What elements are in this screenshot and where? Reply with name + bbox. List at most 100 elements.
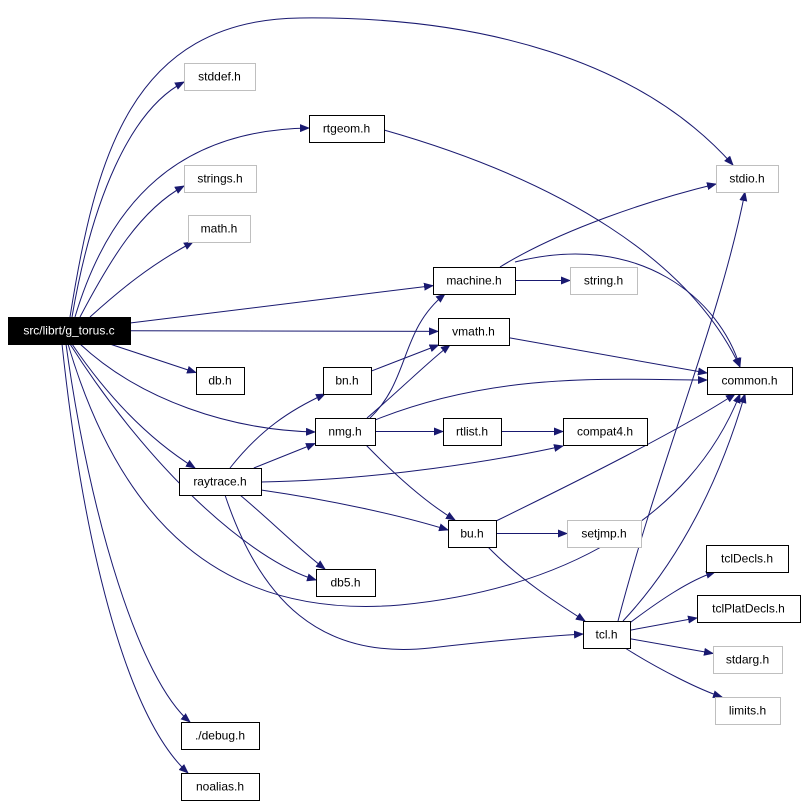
- edge-g_torus-to-rtgeom: [74, 124, 310, 318]
- node-box: [716, 165, 779, 193]
- node-setjmp[interactable]: setjmp.h: [567, 520, 642, 548]
- edge-raytrace-to-bn: [229, 393, 326, 469]
- node-label: strings.h: [197, 172, 242, 186]
- node-label: common.h: [721, 374, 777, 388]
- edge-raytrace-to-tcl: [224, 494, 584, 650]
- node-stdarg[interactable]: stdarg.h: [713, 646, 783, 674]
- node-box: [438, 318, 510, 346]
- edge-g_torus-to-nmg: [79, 343, 316, 436]
- node-tclPlatDecls[interactable]: tclPlatDecls.h: [697, 595, 801, 623]
- node-g_torus[interactable]: src/librt/g_torus.c: [8, 317, 131, 345]
- edge-rtgeom-to-common: [383, 129, 741, 368]
- node-box: [315, 418, 376, 446]
- node-db[interactable]: db.h: [196, 367, 245, 395]
- edge-bu-to-tcl: [487, 546, 586, 622]
- node-box: [715, 697, 781, 725]
- edge-raytrace-to-bu: [260, 489, 449, 532]
- node-label: db5.h: [330, 576, 360, 590]
- node-box: [707, 367, 793, 395]
- node-math[interactable]: math.h: [188, 215, 251, 243]
- node-nmg[interactable]: nmg.h: [315, 418, 376, 446]
- node-label: tclDecls.h: [721, 552, 773, 566]
- node-bu[interactable]: bu.h: [448, 520, 497, 548]
- node-label: noalias.h: [196, 780, 244, 794]
- node-label: bn.h: [335, 374, 358, 388]
- edge-g_torus-to-noalias: [61, 343, 189, 774]
- edge-tcl-to-tclDecls: [626, 570, 716, 626]
- edge-tcl-to-common: [622, 393, 747, 622]
- edge-vmath-to-common: [508, 337, 708, 376]
- node-label: machine.h: [446, 274, 501, 288]
- node-db5[interactable]: db5.h: [316, 569, 376, 597]
- node-rtgeom[interactable]: rtgeom.h: [309, 115, 385, 143]
- node-box: [196, 367, 245, 395]
- edge-g_torus-to-stdio: [69, 17, 734, 318]
- edge-nmg-to-vmath: [366, 344, 451, 419]
- node-box: [706, 545, 789, 573]
- node-box: [184, 165, 257, 193]
- node-label: stdio.h: [729, 172, 764, 186]
- node-label: stddef.h: [198, 70, 241, 84]
- node-vmath[interactable]: vmath.h: [438, 318, 510, 346]
- edge-g_torus-to-strings: [79, 185, 185, 318]
- edge-machine-to-stdio: [499, 182, 717, 268]
- node-box: [570, 267, 638, 295]
- node-label: src/librt/g_torus.c: [23, 324, 114, 338]
- node-common[interactable]: common.h: [707, 367, 793, 395]
- edge-g_torus-to-raytrace: [71, 343, 196, 469]
- edge-raytrace-to-db5: [239, 494, 326, 570]
- node-box: [433, 267, 516, 295]
- edge-g_torus-to-math: [89, 241, 194, 318]
- node-stddef[interactable]: stddef.h: [184, 63, 256, 91]
- node-label: db.h: [208, 374, 231, 388]
- node-box: [448, 520, 497, 548]
- node-box: [181, 722, 260, 750]
- node-debug[interactable]: ./debug.h: [181, 722, 260, 750]
- node-raytrace[interactable]: raytrace.h: [179, 468, 262, 496]
- node-label: compat4.h: [577, 425, 633, 439]
- node-label: ./debug.h: [195, 729, 245, 743]
- node-label: setjmp.h: [581, 527, 626, 541]
- node-label: tcl.h: [595, 628, 617, 642]
- node-box: [323, 367, 372, 395]
- node-label: tclPlatDecls.h: [712, 602, 785, 616]
- edge-g_torus-to-stddef: [71, 81, 185, 318]
- edge-tcl-to-limits: [624, 647, 723, 699]
- edge-g_torus-to-machine: [129, 282, 434, 324]
- node-box: [309, 115, 385, 143]
- node-label: rtgeom.h: [323, 122, 370, 136]
- node-tclDecls[interactable]: tclDecls.h: [706, 545, 789, 573]
- edge-g_torus-to-db5: [69, 343, 317, 582]
- node-rtlist[interactable]: rtlist.h: [443, 418, 502, 446]
- node-box: [567, 520, 642, 548]
- node-strings[interactable]: strings.h: [184, 165, 257, 193]
- node-limits[interactable]: limits.h: [715, 697, 781, 725]
- node-noalias[interactable]: noalias.h: [181, 773, 260, 801]
- node-box: [697, 595, 801, 623]
- edge-tcl-to-stdio: [617, 191, 748, 622]
- node-tcl[interactable]: tcl.h: [583, 621, 631, 649]
- node-stdio[interactable]: stdio.h: [716, 165, 779, 193]
- edge-nmg-to-common: [374, 375, 708, 421]
- node-machine[interactable]: machine.h: [433, 267, 516, 295]
- node-string[interactable]: string.h: [570, 267, 638, 295]
- node-label: raytrace.h: [193, 475, 246, 489]
- edge-g_torus-to-common: [67, 343, 741, 607]
- edge-bu-to-common: [495, 393, 736, 522]
- edge-g_torus-to-debug: [65, 343, 191, 723]
- edge-nmg-to-machine: [369, 293, 446, 419]
- node-box: [184, 63, 256, 91]
- nodes: src/librt/g_torus.c stddef.h rtgeom.h strin…: [8, 63, 801, 801]
- edge-raytrace-to-nmg: [253, 443, 316, 469]
- edge-nmg-to-bu: [365, 444, 456, 521]
- edges: [61, 17, 748, 774]
- node-box: [316, 569, 376, 597]
- edge-g_torus-to-vmath: [129, 327, 439, 336]
- node-label: stdarg.h: [726, 653, 769, 667]
- node-compat4[interactable]: compat4.h: [563, 418, 648, 446]
- node-label: bu.h: [460, 527, 483, 541]
- node-label: vmath.h: [452, 325, 495, 339]
- node-label: rtlist.h: [456, 425, 488, 439]
- node-bn[interactable]: bn.h: [323, 367, 372, 395]
- edge-tcl-to-stdarg: [629, 638, 714, 656]
